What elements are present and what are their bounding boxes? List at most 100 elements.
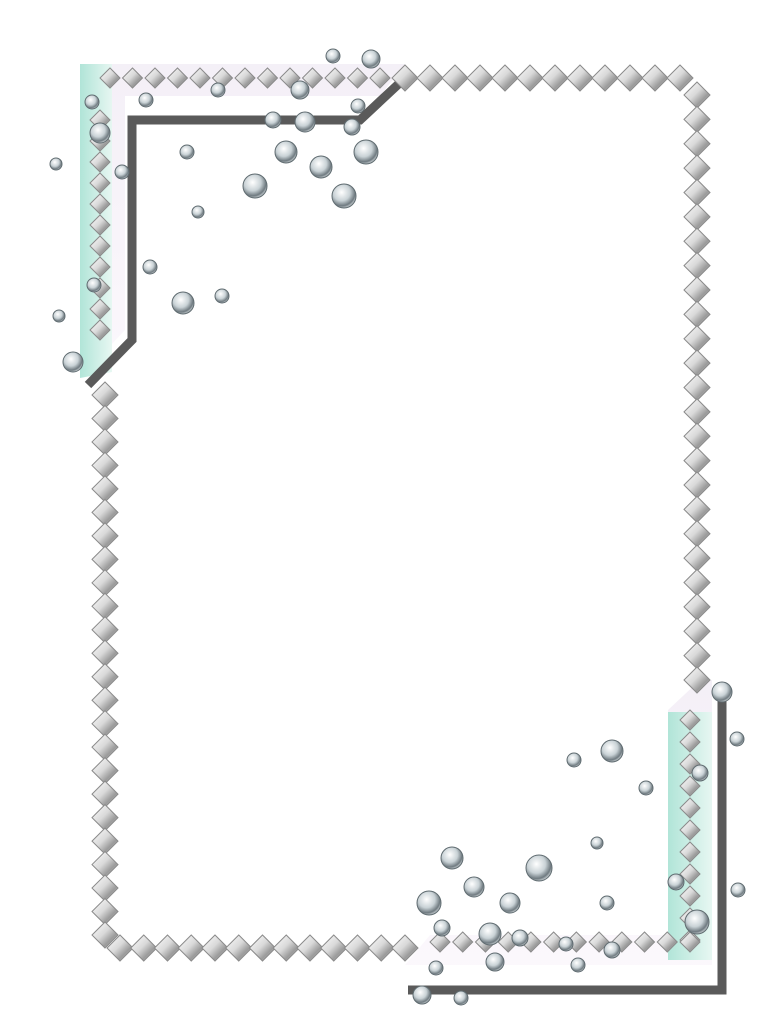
bead (89, 193, 111, 215)
bead (89, 214, 111, 236)
bead (683, 130, 711, 158)
gem (361, 49, 381, 69)
bead (591, 64, 619, 92)
bead (301, 67, 324, 89)
gem (412, 985, 432, 1005)
bead (91, 522, 119, 550)
bead (91, 897, 119, 926)
bead (679, 819, 701, 841)
bead (679, 885, 701, 907)
gem (138, 92, 154, 108)
bead (89, 298, 111, 320)
gem (325, 48, 341, 64)
gem (525, 854, 553, 882)
gem (478, 922, 502, 946)
gem (499, 892, 521, 914)
bead (429, 931, 451, 953)
bead (106, 934, 134, 962)
bead (683, 422, 711, 450)
bead (683, 446, 711, 475)
bead (683, 349, 711, 377)
bead (91, 381, 119, 409)
bead (666, 64, 694, 92)
bead (683, 471, 711, 499)
bead (683, 568, 711, 597)
bead (91, 663, 119, 691)
bead (683, 178, 711, 207)
bead (679, 863, 701, 885)
bead (683, 325, 711, 353)
gem (570, 957, 586, 973)
gem (290, 80, 310, 100)
gem (416, 890, 442, 916)
gem (191, 205, 205, 219)
gem (603, 941, 621, 959)
bead (683, 81, 711, 109)
bead (391, 934, 419, 962)
bead (683, 495, 711, 524)
bead (296, 934, 324, 962)
gem (84, 94, 100, 110)
bead (679, 841, 701, 863)
bead (91, 709, 119, 738)
gem (142, 259, 158, 275)
bead (89, 256, 111, 278)
gem (730, 882, 746, 898)
bead (91, 733, 119, 761)
bead (683, 544, 711, 572)
gem (433, 919, 451, 937)
bead (91, 498, 119, 527)
bead (91, 616, 119, 644)
bead (248, 934, 277, 962)
bead (656, 931, 678, 953)
scattered-gems (49, 48, 746, 1006)
gem (264, 111, 282, 129)
bead (466, 64, 494, 92)
bead (272, 934, 300, 962)
gem (566, 752, 582, 768)
bead (91, 850, 119, 879)
bead (91, 404, 119, 433)
bead (679, 931, 701, 953)
bead (346, 67, 369, 89)
gem (638, 780, 654, 796)
bead (91, 451, 119, 480)
gem (52, 309, 66, 323)
bead (683, 251, 711, 280)
bead (89, 235, 111, 257)
bead (679, 797, 701, 819)
bead (566, 64, 594, 92)
bead (91, 780, 119, 808)
gem (309, 155, 333, 179)
bead (679, 775, 701, 797)
bead (91, 803, 119, 832)
bead (91, 428, 119, 456)
bead (91, 827, 119, 855)
gem (440, 846, 464, 870)
bead (367, 934, 395, 962)
bead (91, 874, 119, 902)
bead (683, 520, 711, 548)
bead (324, 67, 346, 89)
bead (343, 934, 372, 962)
bead (89, 151, 111, 173)
bead (234, 67, 256, 89)
bead (91, 921, 119, 949)
bead (633, 931, 656, 953)
gem (428, 960, 444, 976)
gem (511, 929, 529, 947)
gem (274, 140, 298, 164)
bead (452, 931, 474, 953)
gem (599, 895, 615, 911)
gem (49, 157, 63, 171)
bead (542, 931, 565, 953)
bead (189, 67, 211, 89)
bead (683, 641, 711, 670)
gem (729, 731, 745, 747)
gem (171, 291, 195, 315)
bead (683, 593, 711, 621)
bead (91, 545, 119, 574)
gem (294, 111, 316, 133)
bead (201, 934, 229, 962)
